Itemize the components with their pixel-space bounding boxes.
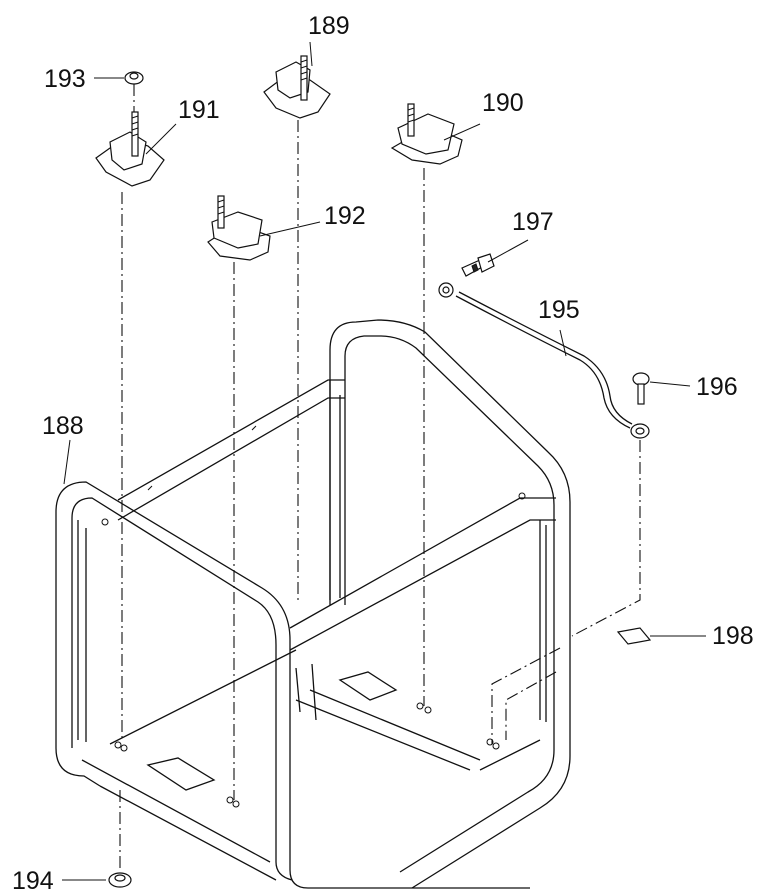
callout-188: 188 bbox=[42, 412, 84, 440]
leader-lines bbox=[62, 41, 706, 881]
callout-190: 190 bbox=[482, 89, 524, 117]
foot-191 bbox=[95, 111, 165, 187]
label-198 bbox=[616, 627, 652, 645]
frame-188 bbox=[55, 319, 571, 889]
assembly-lines bbox=[119, 84, 641, 870]
fitting-197 bbox=[461, 253, 495, 277]
foot-190 bbox=[390, 103, 463, 165]
nut-193 bbox=[124, 71, 144, 85]
callout-191: 191 bbox=[178, 96, 220, 124]
foot-189 bbox=[263, 55, 331, 119]
callout-192: 192 bbox=[324, 202, 366, 230]
ground-cable-195 bbox=[438, 282, 650, 439]
screw-196 bbox=[632, 372, 650, 405]
foot-192 bbox=[207, 195, 271, 261]
callout-labels: 188 189 190 191 192 193 194 195 196 197 … bbox=[12, 12, 754, 895]
callout-193: 193 bbox=[44, 65, 86, 93]
nut-194 bbox=[108, 872, 132, 888]
callout-189: 189 bbox=[308, 12, 350, 40]
callout-195: 195 bbox=[538, 296, 580, 324]
callout-198: 198 bbox=[712, 622, 754, 650]
callout-196: 196 bbox=[696, 373, 738, 401]
callout-197: 197 bbox=[512, 208, 554, 236]
callout-194: 194 bbox=[12, 867, 54, 895]
